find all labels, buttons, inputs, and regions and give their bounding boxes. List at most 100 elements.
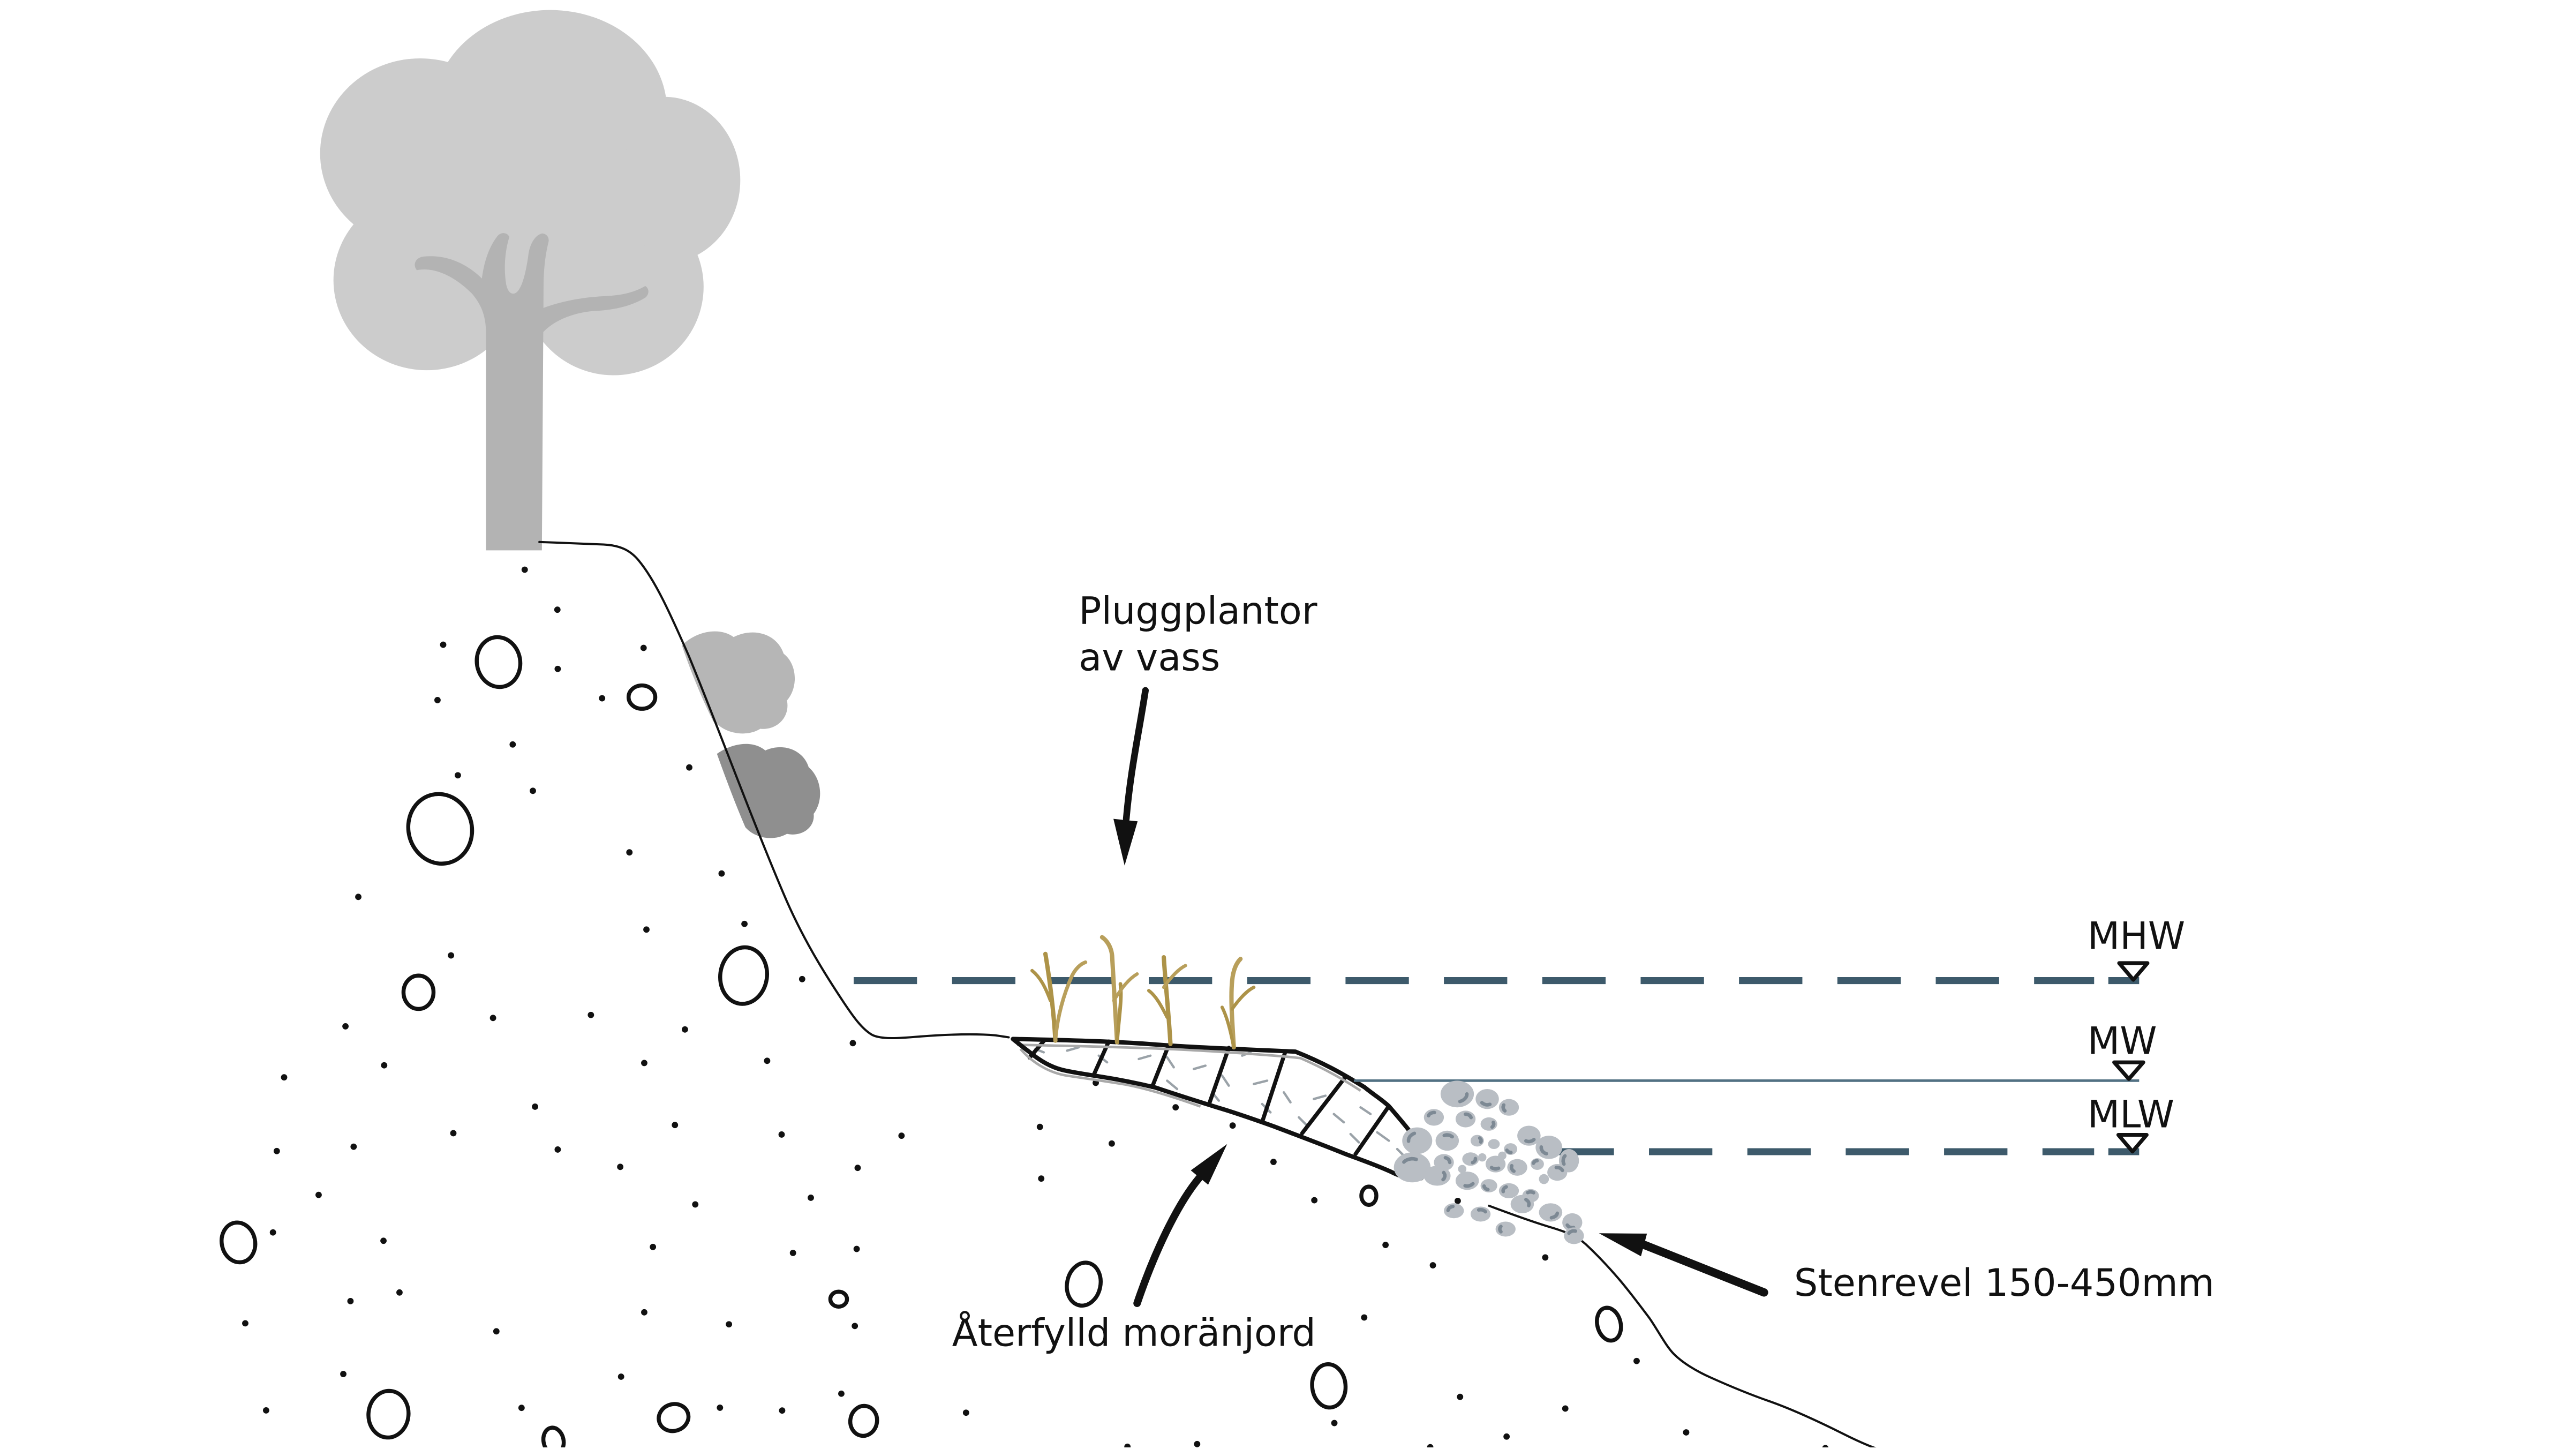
berm-hatch	[1207, 1046, 1231, 1107]
stone-highlight	[1490, 1120, 1496, 1129]
tree-canopy	[320, 10, 741, 376]
soil-dot	[1311, 1197, 1318, 1204]
soil-dot	[718, 870, 725, 877]
stone-highlight	[1402, 1157, 1418, 1164]
berm-speckle	[1283, 1091, 1292, 1104]
stone-highlight	[1501, 1185, 1508, 1193]
soil-dot	[554, 665, 561, 672]
berm-speckle	[1252, 1079, 1269, 1085]
stone	[1458, 1165, 1467, 1174]
soil-dot	[808, 1195, 814, 1201]
soil-pebble	[1359, 1184, 1379, 1207]
soil-pebble	[657, 1402, 691, 1433]
soil-dot	[1427, 1444, 1434, 1448]
pluggplantor-arrowhead-icon	[1113, 819, 1138, 866]
stenrevel-arrowhead-icon	[1599, 1233, 1647, 1257]
stone-highlight	[1539, 1145, 1548, 1156]
stone	[1539, 1174, 1549, 1184]
soil-dot	[554, 606, 561, 613]
stone-highlight	[1471, 1157, 1478, 1165]
stenrevel-label: Stenrevel 150-450mm	[1794, 1261, 2215, 1305]
reed-stem	[1220, 1005, 1236, 1049]
moraine-berm	[1011, 1037, 1425, 1181]
mw-triangle-icon	[2112, 1060, 2145, 1081]
aterfylld-label: Återfylld moränjord	[952, 1311, 1316, 1355]
reed-stem	[1162, 964, 1187, 989]
soil-dot	[340, 1371, 347, 1377]
stone-highlight	[1532, 1159, 1539, 1165]
soil-dot	[269, 1229, 276, 1236]
soil-dot	[521, 566, 528, 573]
stone-highlight	[1567, 1229, 1577, 1235]
berm-speckle	[1359, 1106, 1372, 1115]
soil-pebble	[1310, 1362, 1348, 1410]
stone	[1440, 1080, 1474, 1108]
soil-dot	[434, 697, 441, 703]
soil-dot	[962, 1409, 969, 1416]
mhw-label: MHW	[2088, 914, 2185, 958]
stone-highlight	[1441, 1170, 1447, 1182]
reed-stem	[1099, 935, 1119, 1045]
soil-pebble	[541, 1425, 566, 1448]
soil-dot	[1038, 1175, 1045, 1182]
stone	[1498, 1151, 1507, 1160]
stone-highlight	[1463, 1182, 1475, 1188]
berm-speckle	[1313, 1094, 1327, 1100]
soil-dot	[554, 1146, 561, 1153]
soil-dot	[350, 1143, 357, 1150]
berm-speckle	[1221, 1074, 1230, 1087]
soil-dot	[454, 772, 461, 779]
pluggplantor-arrow-shaft	[1123, 687, 1149, 822]
berm-shadow-bottom	[1019, 1048, 1201, 1108]
soil-dot	[509, 741, 516, 748]
stone-highlight	[1561, 1154, 1567, 1166]
soil-dot	[1562, 1405, 1569, 1412]
soil-dot	[1229, 1122, 1236, 1129]
berm-hatch-lines	[1027, 1038, 1391, 1157]
soil-dot	[380, 1237, 387, 1244]
soil-dot	[717, 1404, 724, 1411]
berm-hatch	[1260, 1049, 1288, 1124]
soil-dot	[650, 1243, 657, 1250]
soil-dot	[672, 1122, 679, 1129]
soil-dot	[1822, 1445, 1829, 1448]
soil-dot	[789, 1250, 796, 1256]
soil-dot	[617, 1373, 624, 1380]
tree-illustration	[320, 10, 741, 551]
soil-dot	[838, 1390, 845, 1397]
soil-dot	[853, 1245, 860, 1252]
soil-dot	[518, 1405, 525, 1412]
berm-hatch	[1300, 1075, 1348, 1136]
soil-dot	[898, 1132, 905, 1139]
stone-highlight	[1463, 1112, 1473, 1120]
soil-dot	[355, 894, 361, 900]
soil-dot	[1457, 1393, 1464, 1400]
annotation-aterfylld: Återfylld moränjord	[952, 1144, 1316, 1355]
soil-dot	[640, 644, 647, 651]
soil-dot	[852, 1323, 858, 1330]
stone	[1402, 1127, 1433, 1154]
stone-reef	[1394, 1080, 1584, 1244]
soil-pebble	[828, 1289, 849, 1309]
stone-highlight	[1549, 1211, 1560, 1220]
reed-plants	[1030, 935, 1256, 1050]
soil-dot	[599, 695, 606, 702]
stone-highlight	[1524, 1138, 1536, 1144]
berm-speckle	[1349, 1132, 1360, 1144]
stone	[1394, 1152, 1431, 1183]
mlw-triangle-icon	[2116, 1132, 2149, 1154]
soil-dot	[1036, 1123, 1043, 1130]
stone-highlight	[1427, 1110, 1436, 1118]
soil-dot	[489, 1015, 496, 1022]
soil-dot	[1194, 1440, 1201, 1447]
reed-stem	[1229, 957, 1243, 1050]
soil-dot	[779, 1407, 786, 1414]
stone-highlight	[1458, 1092, 1469, 1103]
soil-dot	[1361, 1314, 1368, 1321]
stone-highlight	[1526, 1190, 1535, 1195]
soil-pebble	[1595, 1305, 1623, 1343]
stone-highlight	[1406, 1131, 1417, 1143]
reed-stem	[1162, 955, 1173, 1046]
soil-dot	[1172, 1104, 1179, 1111]
soil-dot	[281, 1074, 288, 1081]
